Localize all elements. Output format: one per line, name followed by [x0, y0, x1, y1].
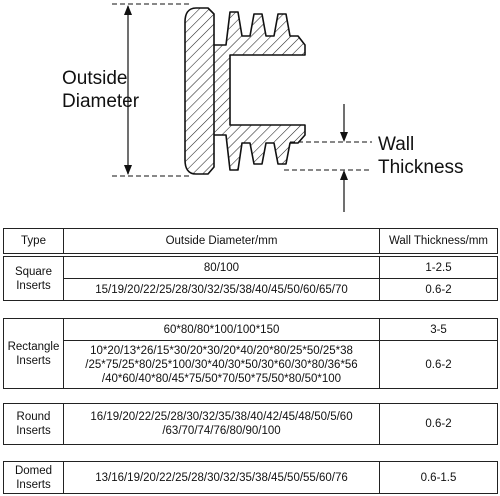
header-wall-thickness: Wall Thickness/mm	[379, 228, 498, 254]
diameter-cell: 16/19/20/22/25/28/30/32/35/38/40/42/45/4…	[63, 403, 380, 445]
spec-table-header: Type Outside Diameter/mm Wall Thickness/…	[3, 228, 498, 254]
type-cell: Round Inserts	[3, 403, 64, 445]
wall-thickness-label: Wall Thickness	[378, 134, 464, 178]
table-row: 10*20/13*26/15*30/20*30/20*40/20*80/25*5…	[4, 340, 498, 389]
table-row: Domed Inserts 13/16/19/20/22/25/28/30/32…	[3, 461, 498, 494]
table-row: Rectangle Inserts 60*80/80*100/100*150 3…	[3, 318, 498, 389]
type-cell: Square Inserts	[3, 256, 64, 301]
diameter-cell: 10*20/13*26/15*30/20*30/20*40/20*80/25*5…	[63, 340, 380, 389]
table-row: 15/19/20/22/25/28/30/32/35/38/40/45/50/6…	[4, 278, 498, 301]
wall-cell: 0.6-1.5	[379, 461, 498, 494]
square-inserts-table: Square Inserts 80/100 1-2.5 15/19/20/22/…	[3, 256, 498, 301]
outside-diameter-label: Outside Diameter	[62, 68, 140, 112]
wall-cell: 0.6-2	[379, 278, 498, 301]
diameter-cell: 80/100	[63, 256, 380, 279]
insert-profile	[184, 7, 306, 175]
domed-inserts-table: Domed Inserts 13/16/19/20/22/25/28/30/32…	[3, 461, 498, 494]
outside-diameter-dimension	[112, 3, 192, 177]
cross-section-svg	[112, 3, 372, 212]
table-row: Round Inserts 16/19/20/22/25/28/30/32/35…	[3, 403, 498, 445]
round-inserts-table: Round Inserts 16/19/20/22/25/28/30/32/35…	[3, 403, 498, 445]
header-outside-diameter: Outside Diameter/mm	[63, 228, 380, 254]
wall-thickness-dimension	[284, 104, 372, 212]
header-type: Type	[3, 228, 64, 254]
rectangle-inserts-table: Rectangle Inserts 60*80/80*100/100*150 3…	[3, 318, 498, 389]
header-row: Type Outside Diameter/mm Wall Thickness/…	[3, 228, 498, 254]
diameter-cell: 60*80/80*100/100*150	[63, 318, 380, 341]
insert-cross-section-diagram: Outside Diameter Wall Thickness	[0, 0, 500, 222]
wall-cell: 0.6-2	[379, 340, 498, 389]
type-cell: Rectangle Inserts	[3, 318, 64, 389]
diameter-cell: 13/16/19/20/22/25/28/30/32/35/38/45/50/5…	[63, 461, 380, 494]
type-cell: Domed Inserts	[3, 461, 64, 494]
wall-cell: 1-2.5	[379, 256, 498, 279]
wall-cell: 3-5	[379, 318, 498, 341]
table-row: Square Inserts 80/100 1-2.5	[3, 256, 498, 301]
diameter-cell: 15/19/20/22/25/28/30/32/35/38/40/45/50/6…	[63, 278, 380, 301]
wall-cell: 0.6-2	[379, 403, 498, 445]
